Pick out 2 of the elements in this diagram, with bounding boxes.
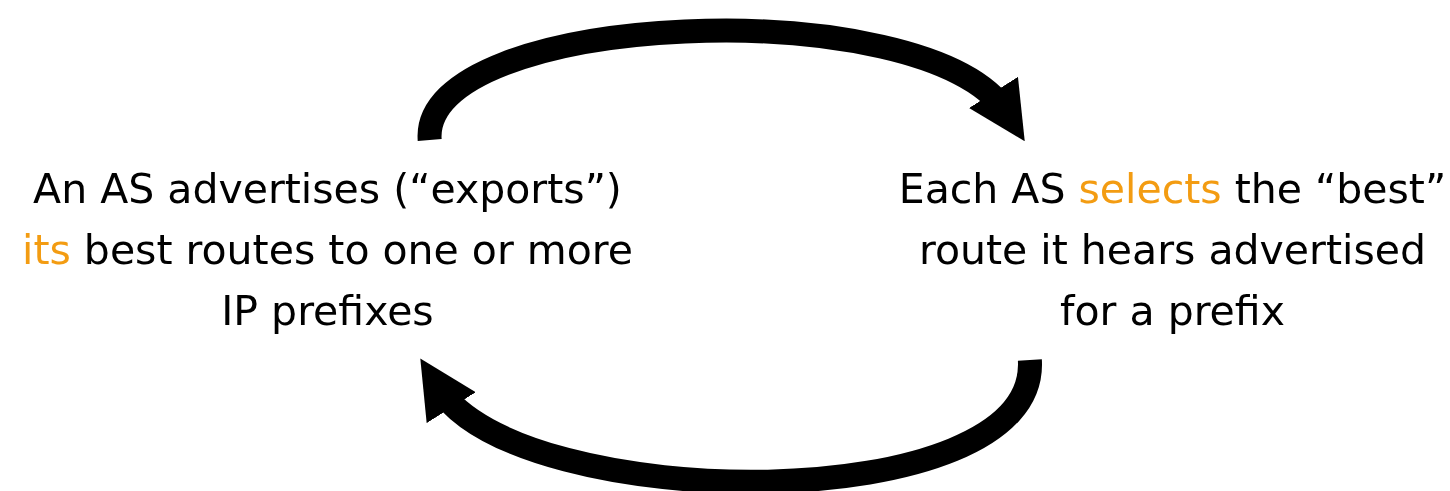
node-text: An AS advertises (“exports”) its best routes to one or more IP prefixes	[21, 163, 634, 337]
node-text: Each AS selects the “best” route it hears advertised for a prefix	[897, 163, 1448, 337]
